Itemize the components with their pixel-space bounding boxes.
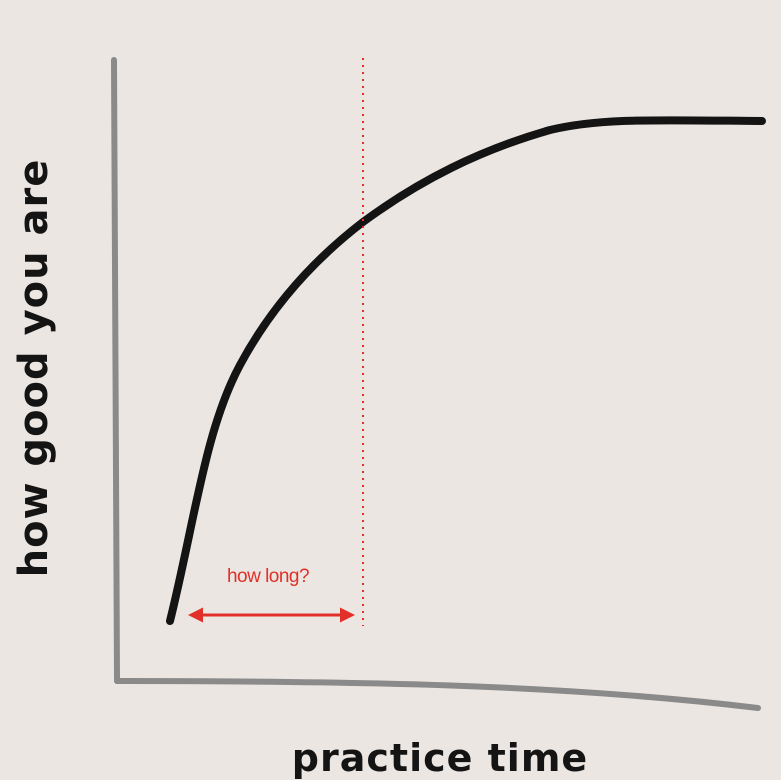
learning-curve <box>166 116 766 625</box>
x-axis-label: practice time <box>291 736 589 780</box>
y-axis-label: how good you are <box>11 158 57 578</box>
y-axis-line <box>111 57 120 684</box>
annotation-label: how long? <box>226 566 310 587</box>
x-axis-line <box>114 678 761 711</box>
